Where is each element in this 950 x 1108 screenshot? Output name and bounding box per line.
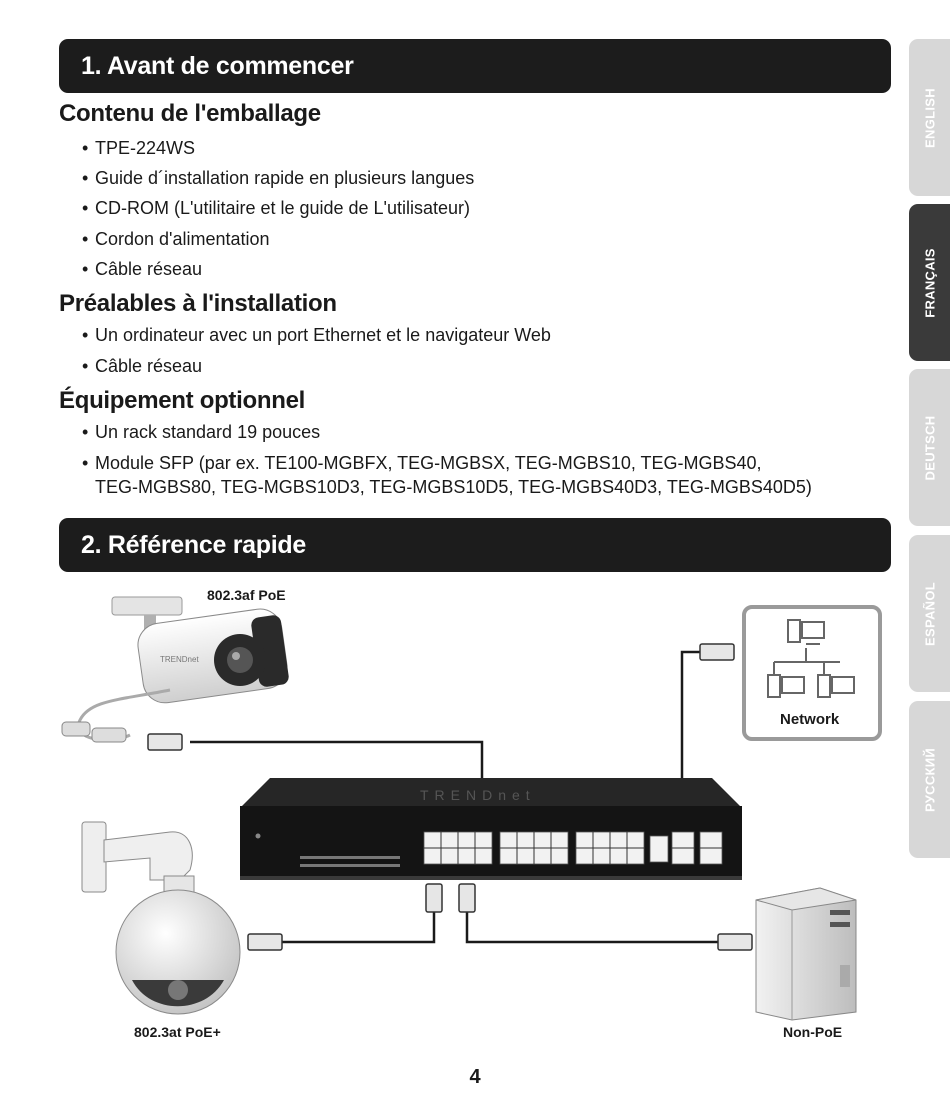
non-poe-label: Non-PoE: [783, 1024, 843, 1040]
svg-text:TRENDnet: TRENDnet: [160, 655, 199, 664]
poe-switch-icon: TRENDnet: [240, 778, 742, 880]
tab-deutsch[interactable]: DEUTSCH: [909, 369, 950, 526]
page-number: 4: [469, 1066, 481, 1088]
list-item: •CD-ROM (L'utilitaire et le guide de L'u…: [82, 198, 471, 218]
package-heading: Contenu de l'emballage: [59, 100, 321, 127]
list-item: •Un ordinateur avec un port Ethernet et …: [82, 325, 551, 345]
section-2-title: 2. Référence rapide: [59, 518, 891, 572]
network-label: Network: [780, 711, 840, 728]
list-item: •Câble réseau: [82, 259, 203, 279]
list-item: •Cordon d'alimentation: [82, 229, 270, 249]
list-item-continuation: TEG-MGBS80, TEG-MGBS10D3, TEG-MGBS10D5, …: [95, 477, 812, 497]
tab-english[interactable]: ENGLISH: [909, 39, 950, 196]
list-item: •Câble réseau: [82, 356, 203, 376]
list-item: •TPE-224WS: [82, 138, 196, 158]
list-item: •Un rack standard 19 pouces: [82, 422, 321, 442]
ptz-camera-icon: [81, 821, 241, 1015]
tab-russian[interactable]: РУССКИЙ: [909, 701, 950, 858]
optional-heading: Équipement optionnel: [59, 387, 305, 414]
requirements-heading: Préalables à l'installation: [59, 290, 337, 317]
network-icon: [742, 605, 882, 741]
list-item: •Guide d´installation rapide en plusieur…: [82, 168, 475, 188]
tab-espanol[interactable]: ESPAÑOL: [909, 535, 950, 692]
desktop-pc-icon: [755, 887, 857, 1021]
bullet-camera-icon: TRENDnet: [61, 596, 289, 743]
tab-francais[interactable]: FRANÇAIS: [909, 204, 950, 361]
list-item: •Module SFP (par ex. TE100-MGBFX, TEG-MG…: [82, 453, 762, 473]
switch-brand: TRENDnet: [420, 787, 536, 803]
bullet-camera-label: 802.3af PoE: [207, 587, 286, 603]
section-1-title: 1. Avant de commencer: [59, 39, 891, 93]
ptz-camera-label: 802.3at PoE+: [134, 1024, 221, 1040]
